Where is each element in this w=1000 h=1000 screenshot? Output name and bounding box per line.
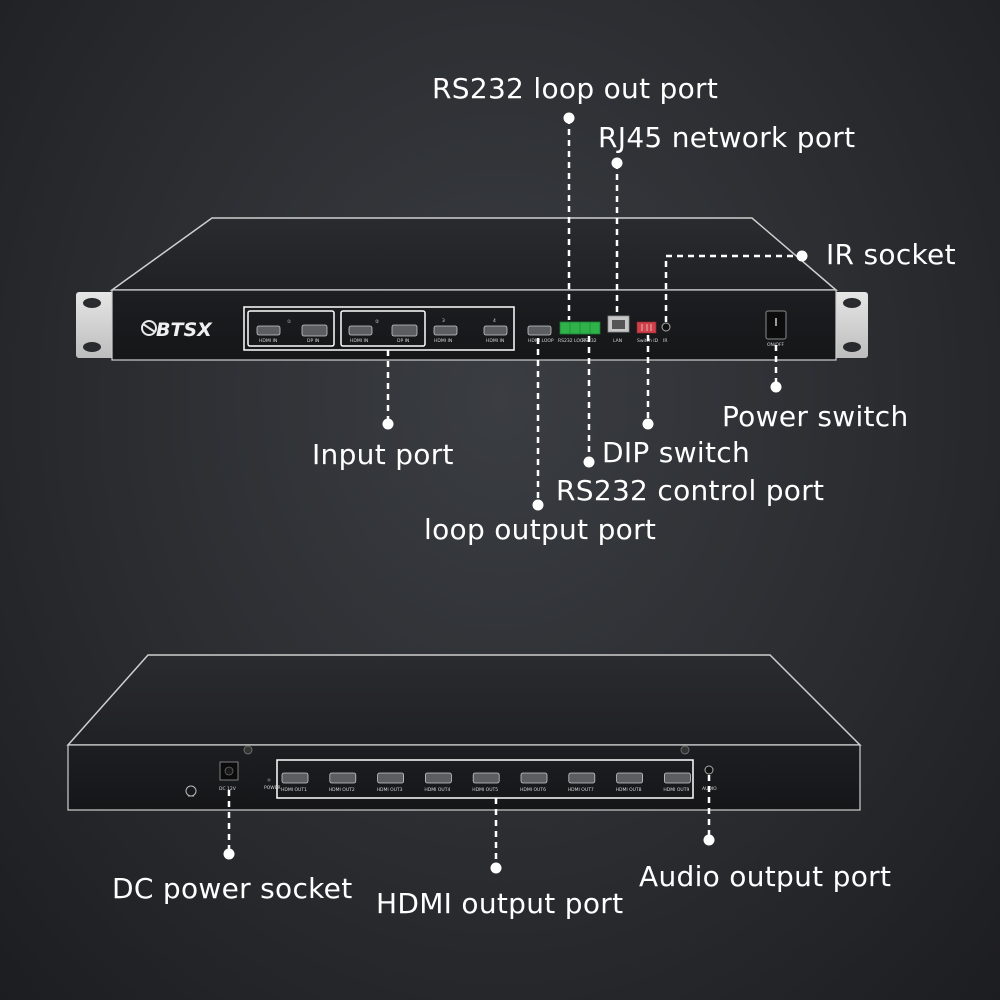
dc-power-socket: DC 12V — [219, 761, 239, 792]
rs232-terminal-block: RS232 LOOP RS232 — [558, 321, 601, 344]
input-number-4: 4 — [493, 318, 496, 324]
callout-ir-socket: IR socket — [826, 238, 956, 271]
callout-power-switch: Power switch — [722, 400, 909, 433]
hdmi-output-port: HDMI OUT6 — [520, 772, 548, 793]
front-rack-ear-left — [76, 292, 116, 358]
callout-rs232-control-port: RS232 control port — [556, 474, 825, 507]
front-panel-face — [111, 289, 837, 361]
rear-device: DC 12V POWER HDMI OUT1 HDMI OUT2 HDMI OUT3… — [66, 654, 862, 811]
power-indicator-label: POWER — [264, 785, 281, 791]
hdmi-output-label: HDMI OUT9 — [663, 787, 689, 793]
callout-rs232-loop-out-port: RS232 loop out port — [432, 72, 719, 105]
hdmi-output-port: HDMI OUT9 — [663, 772, 691, 793]
hdmi-output-label: HDMI OUT8 — [616, 787, 642, 793]
front-chassis-top — [109, 217, 839, 291]
leader-lines — [223, 112, 808, 874]
brand-logo: BTSX — [141, 319, 213, 341]
svg-text:DP IN: DP IN — [397, 338, 409, 344]
hdmi-output-port: HDMI OUT7 — [568, 772, 596, 793]
input-number-3: 3 — [442, 318, 445, 324]
hdmi-output-highlight — [276, 759, 694, 799]
hdmi-input-port: HDMI IN — [256, 325, 281, 344]
dp-input-port: DP IN — [301, 324, 328, 344]
hdmi-loop-port: HDMI LOOP — [527, 325, 554, 344]
power-switch: ON/OFF — [765, 310, 787, 348]
leader-ir-socket — [664, 254, 802, 322]
hdmi-input-port: HDMI IN 3 — [433, 318, 458, 344]
rear-chassis-top — [66, 654, 862, 746]
dp-input-port: DP IN — [391, 324, 418, 344]
callout-dc-power-socket: DC power socket — [112, 872, 353, 905]
svg-text:DP IN: DP IN — [307, 338, 319, 344]
rear-panel-face — [67, 744, 861, 811]
hdmi-output-label: HDMI OUT2 — [329, 787, 355, 793]
callout-input-port: Input port — [312, 438, 454, 471]
hdmi-input-port: HDMI IN — [348, 325, 373, 344]
svg-text:LAN: LAN — [613, 338, 622, 344]
input-port-highlight — [243, 306, 515, 351]
hdmi-output-port: HDMI OUT4 — [424, 772, 452, 793]
hdmi-output-label: HDMI OUT7 — [568, 787, 594, 793]
hdmi-output-label: HDMI OUT4 — [424, 787, 450, 793]
svg-text:DC 12V: DC 12V — [219, 786, 237, 792]
ground-terminal-icon — [185, 785, 197, 797]
hdmi-output-label: HDMI OUT1 — [281, 787, 307, 793]
rj45-lan-port: LAN — [607, 315, 630, 344]
callout-dip-switch: DIP switch — [602, 436, 750, 469]
hdmi-input-port: HDMI IN 4 — [483, 318, 508, 344]
svg-text:HDMI LOOP: HDMI LOOP — [528, 338, 554, 344]
hdmi-output-label: HDMI OUT3 — [377, 787, 403, 793]
front-rack-ear-right — [832, 292, 868, 358]
hdmi-output-ports: HDMI OUT1 HDMI OUT2 HDMI OUT3 HDMI OUT4 HDMI… — [281, 772, 691, 793]
hdmi-output-port: HDMI OUT1 — [281, 772, 309, 793]
brand-name: BTSX — [156, 319, 213, 341]
callout-rj45-network-port: RJ45 network port — [598, 121, 856, 154]
hdmi-output-port: HDMI OUT3 — [377, 772, 405, 793]
callout-loop-output-port: loop output port — [424, 513, 657, 546]
hdmi-output-port: HDMI OUT5 — [472, 772, 500, 793]
hdmi-output-port: HDMI OUT2 — [329, 772, 357, 793]
svg-text:HDMI IN: HDMI IN — [486, 338, 504, 344]
hdmi-output-label: HDMI OUT5 — [472, 787, 498, 793]
input-number-2: ② — [375, 319, 379, 325]
svg-text:HDMI IN: HDMI IN — [434, 338, 452, 344]
callout-audio-output-port: Audio output port — [639, 860, 892, 893]
input-number-1: ① — [287, 319, 291, 325]
svg-text:IR: IR — [663, 338, 667, 344]
front-device: BTSX HDMI IN DP IN ① HDMI IN DP IN ② HDM… — [76, 217, 868, 361]
hdmi-output-label: HDMI OUT6 — [520, 787, 546, 793]
svg-text:RS232 LOOP: RS232 LOOP — [558, 338, 586, 344]
ir-socket: IR — [661, 322, 671, 344]
hdmi-output-port: HDMI OUT8 — [616, 772, 643, 793]
svg-text:HDMI IN: HDMI IN — [350, 338, 368, 344]
svg-text:HDMI IN: HDMI IN — [259, 338, 277, 344]
callout-hdmi-output-port: HDMI output port — [376, 887, 624, 920]
